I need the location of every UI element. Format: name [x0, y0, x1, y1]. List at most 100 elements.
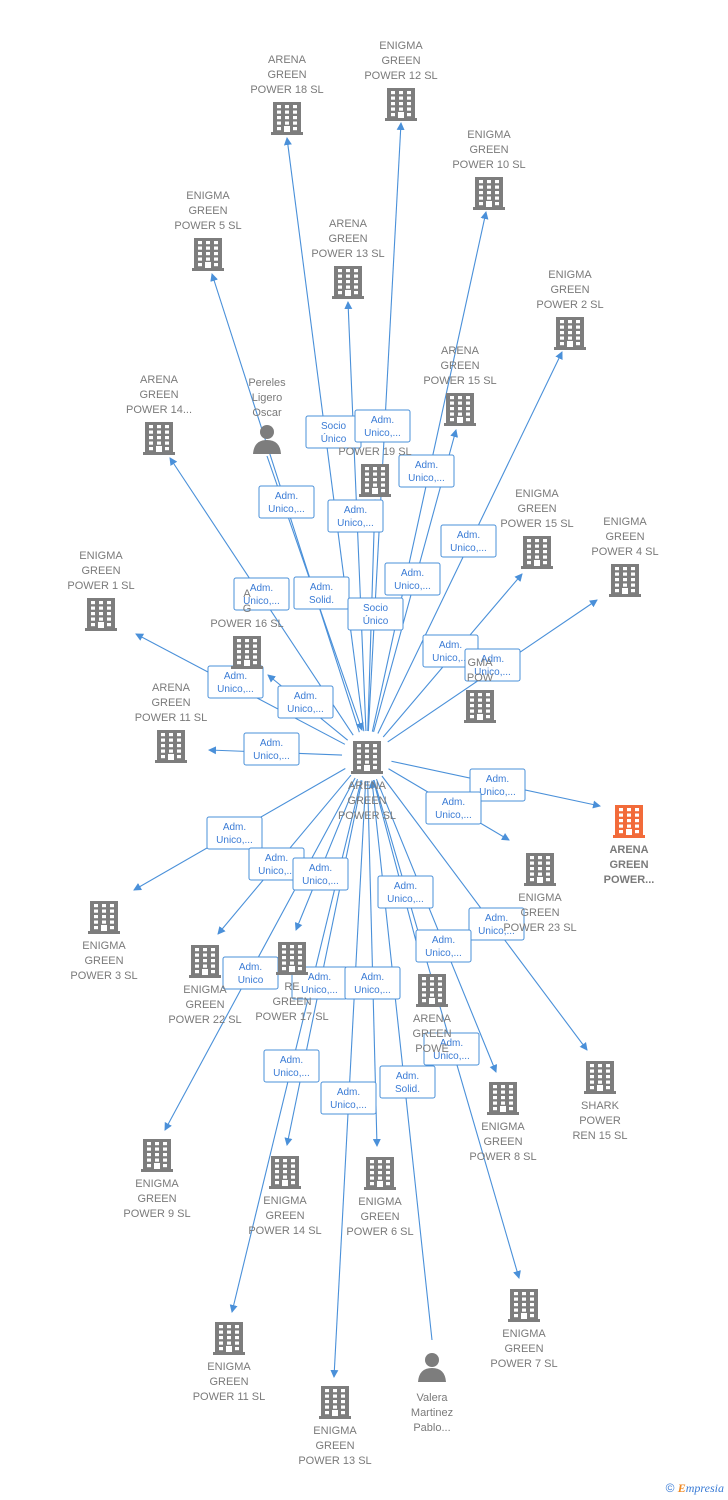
building-icon [359, 464, 391, 497]
building-icon [385, 88, 417, 121]
footer-brand[interactable]: © Empresia [666, 1481, 724, 1496]
node-label-line: G [243, 603, 252, 615]
node-label-line: GREEN [185, 999, 224, 1011]
relation-label-ag13[interactable]: Adm.Unico,... [327, 499, 384, 533]
relation-label-eg15[interactable]: Adm.Unico,... [422, 634, 479, 668]
relation-label-text: Adm. [308, 972, 331, 983]
building-icon [554, 317, 586, 350]
node-label-line: POWER 13 SL [298, 1455, 371, 1467]
building-icon [213, 1322, 245, 1355]
relation-label-eg12[interactable]: Adm.Unico,... [354, 409, 411, 443]
relation-label-ag16[interactable]: Adm.Unico,... [277, 685, 334, 719]
node-label-line: POWER 1 SL [67, 580, 134, 592]
node-label-line: POWER 6 SL [346, 1226, 413, 1238]
node-label-line: POWER 2 SL [536, 299, 603, 311]
relation-label-text: Único [363, 614, 389, 627]
relation-label-center[interactable]: Adm.Solid. [293, 576, 350, 610]
relation-label-eg14[interactable]: Adm.Unico,... [344, 966, 401, 1000]
relation-label-shark15[interactable]: Adm.Unico [222, 956, 279, 990]
relation-label-eg4[interactable]: Adm.Unico,... [464, 648, 521, 682]
relation-label-ag11[interactable]: Adm.Unico,... [243, 732, 300, 766]
relation-label-eg5[interactable]: Adm.Unico,... [258, 485, 315, 519]
node-label-line: GREEN [440, 360, 479, 372]
relation-label-text: Unico,... [337, 518, 374, 529]
node-label-line: GREEN [520, 907, 559, 919]
node-label-line: POWER 11 SL [193, 1391, 266, 1403]
node-label-line: GREEN [609, 859, 648, 871]
node-ag19[interactable]: POWER 19 SL [338, 446, 412, 497]
node-label-line: ENIGMA [467, 129, 511, 141]
node-label-line: POWER 8 SL [469, 1151, 536, 1163]
relation-label-target[interactable]: Adm.Unico,... [469, 768, 526, 802]
relation-label-eg8[interactable]: Adm.Unico,... [263, 1049, 320, 1083]
node-label-line: RE [284, 981, 299, 993]
relation-label-ag17[interactable]: Adm.Unico,... [292, 857, 349, 891]
relation-label-ag14[interactable]: Adm.Unico,... [384, 562, 441, 596]
relation-label-text: Adm. [485, 913, 508, 924]
node-label-line: POWER 15 SL [500, 518, 573, 530]
node-label-line: GMA [467, 657, 493, 669]
node-p_valera[interactable]: ValeraMartinezPablo... [411, 1353, 453, 1434]
relation-label-eg1[interactable]: Adm.Unico,... [207, 665, 264, 699]
node-label-line: POWER SL [338, 810, 396, 822]
building-icon [584, 1061, 616, 1094]
building-icon [464, 690, 496, 723]
building-icon [231, 636, 263, 669]
relation-label-ag15[interactable]: Adm.Unico,... [233, 577, 290, 611]
relation-label-eg2[interactable]: Adm.Unico,... [440, 524, 497, 558]
relation-label-eg3[interactable]: Adm.Unico,... [206, 816, 263, 850]
node-label-line: POWE [415, 1043, 449, 1055]
building-icon [276, 942, 308, 975]
relation-label-text: Adm. [294, 691, 317, 702]
node-label-line: ENIGMA [548, 269, 592, 281]
node-label-line: POWER 23 SL [503, 922, 576, 934]
relation-label-text: Unico,... [258, 866, 295, 877]
relation-label-center[interactable]: Adm.Solid. [379, 1065, 436, 1099]
relation-label-eg22[interactable]: Adm.Unico,... [248, 847, 305, 881]
relation-label-eg6[interactable]: Adm.Unico,... [468, 907, 525, 941]
relation-label-eg13[interactable]: Adm.Unico,... [320, 1081, 377, 1115]
node-label-line: GREEN [517, 503, 556, 515]
relation-label-eg7[interactable]: Adm.Unico,... [423, 1032, 480, 1066]
node-target[interactable]: ARENAGREENPOWER... [604, 805, 655, 886]
relation-label-eg11[interactable]: Adm.Unico,... [415, 929, 472, 963]
node-label-line: GREEN [605, 531, 644, 543]
relation-label-ag_x[interactable]: Adm.Unico,... [377, 875, 434, 909]
relation-label-text: Unico,... [450, 543, 487, 554]
relation-label-eg10[interactable]: Adm.Unico,... [398, 454, 455, 488]
node-label-line: POWER 12 SL [364, 70, 437, 82]
node-label-line: GREEN [137, 1193, 176, 1205]
relation-label-eg23[interactable]: Adm.Unico,... [425, 791, 482, 825]
